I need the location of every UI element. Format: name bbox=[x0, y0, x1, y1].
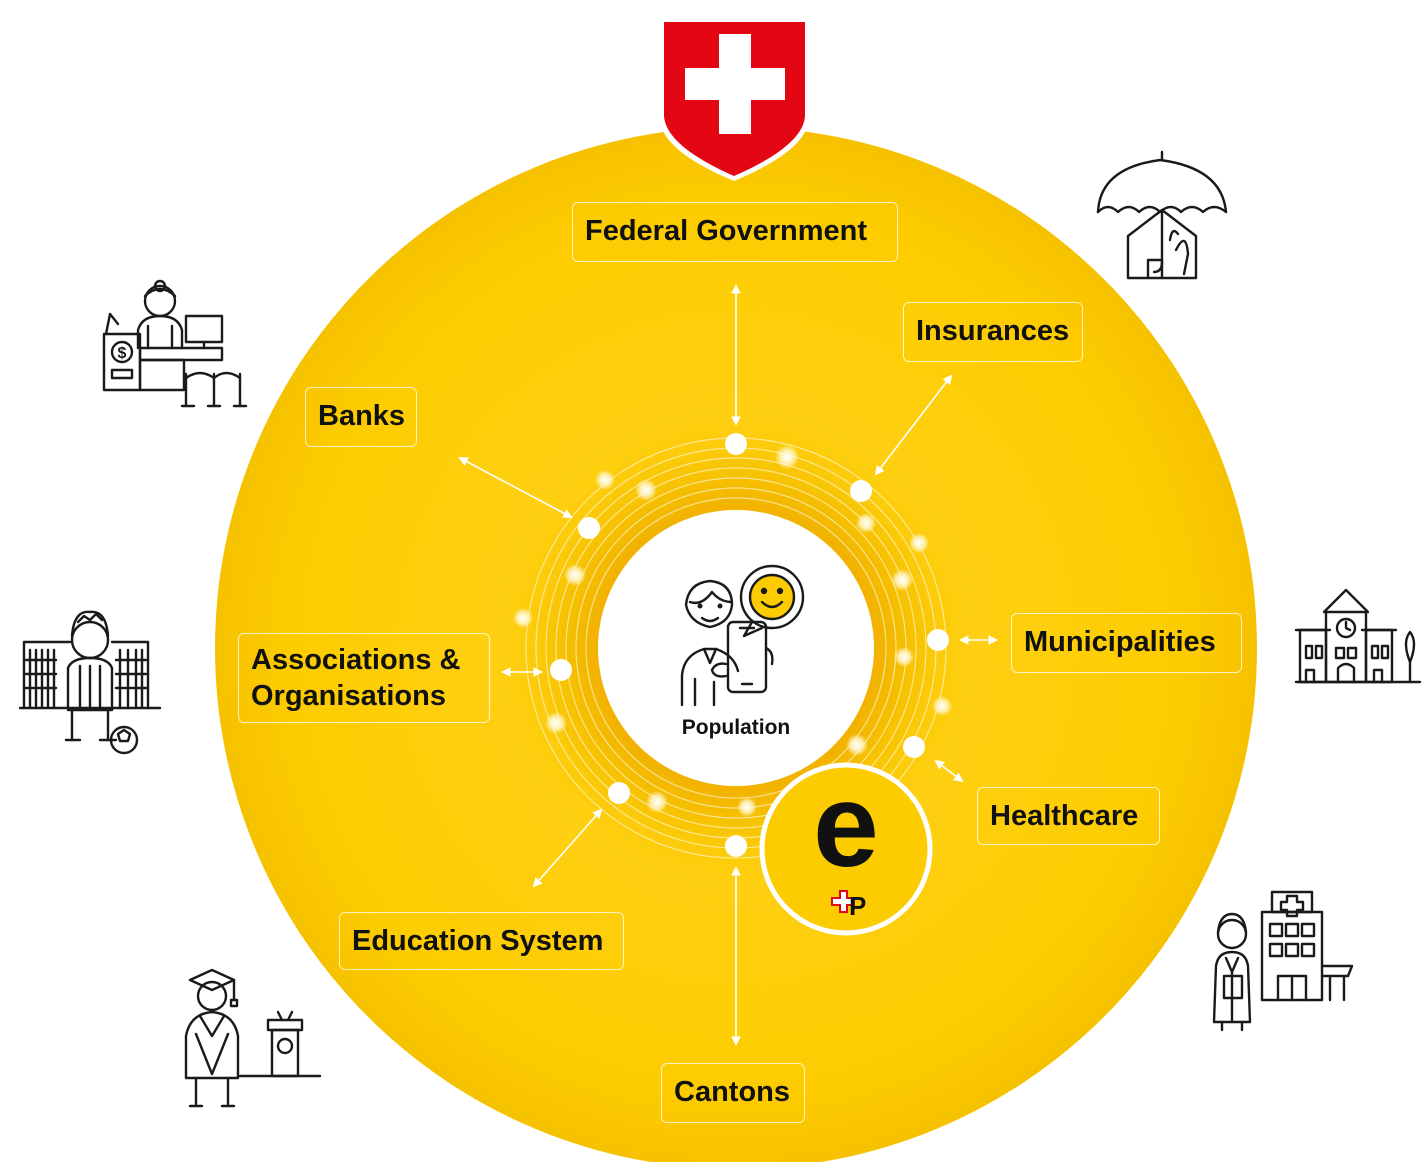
arrow-education bbox=[532, 808, 603, 888]
education-system-label: Education System bbox=[339, 912, 624, 970]
svg-text:$: $ bbox=[118, 345, 127, 362]
football-player-icon bbox=[18, 610, 162, 755]
center-circle bbox=[598, 510, 874, 786]
arrow-banks bbox=[458, 457, 573, 518]
epost-letter: e bbox=[813, 760, 879, 892]
population-caption: Population bbox=[681, 716, 791, 739]
associations-label-line-2: Organisations bbox=[251, 680, 446, 712]
node-dots bbox=[550, 433, 949, 857]
arrow-insurances bbox=[874, 374, 953, 476]
cantons-label: Cantons bbox=[661, 1063, 805, 1123]
bank-teller-icon: $ bbox=[102, 279, 248, 408]
graduate-podium-icon bbox=[184, 968, 322, 1108]
epost-badge bbox=[759, 762, 933, 936]
swiss-shield-icon bbox=[660, 18, 809, 181]
healthcare-label: Healthcare bbox=[977, 787, 1160, 845]
arrow-healthcare bbox=[934, 759, 964, 783]
umbrella-house-icon bbox=[1096, 150, 1228, 280]
town-hall-icon bbox=[1294, 588, 1422, 684]
epost-p-mark: P bbox=[849, 891, 867, 921]
insurances-label: Insurances bbox=[903, 302, 1083, 362]
glow-dots bbox=[513, 445, 952, 817]
banks-label: Banks bbox=[305, 387, 417, 447]
associations-organisations-label: Associations & Organisations bbox=[238, 633, 490, 723]
swiss-cross-mark-icon bbox=[831, 890, 855, 913]
associations-label-line-1: Associations & bbox=[251, 644, 461, 676]
municipalities-label: Municipalities bbox=[1011, 613, 1242, 673]
federal-government-label: Federal Government bbox=[572, 202, 898, 262]
connector-arrows bbox=[458, 284, 998, 1046]
doctor-hospital-icon bbox=[1212, 890, 1354, 1032]
person-with-phone-smiley-icon bbox=[680, 564, 805, 707]
